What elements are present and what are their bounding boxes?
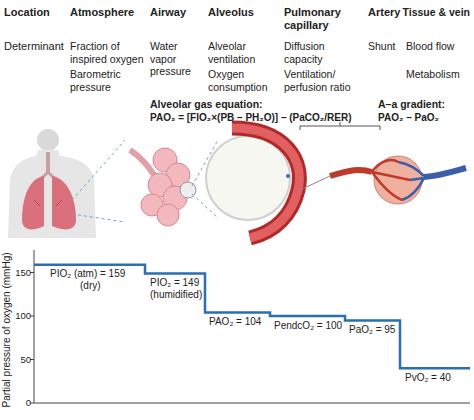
step-label: PendcO₂ = 100	[274, 320, 342, 332]
determinant: Ventilation/ perfusion ratio	[284, 68, 364, 93]
determinant: Barometric pressure	[70, 68, 146, 93]
axis-title: Partial pressure of oxygen (mmHg)	[1, 252, 13, 407]
step-label: PAO₂ = 104	[209, 316, 261, 328]
tick-label: 50	[20, 354, 31, 365]
equation: PAO₂ – PaO₂	[378, 112, 439, 124]
step-label: (humidified)	[150, 289, 202, 301]
equation-heading: Alveolar gas equation:	[150, 98, 263, 111]
step-label: PvO₂ = 40	[405, 372, 451, 384]
tick-label: 0	[26, 397, 31, 408]
step-label: (dry)	[80, 280, 101, 292]
column-header: Alveolus	[208, 6, 254, 19]
column-header: Artery	[368, 6, 400, 19]
row-header: Determinant	[4, 40, 64, 53]
alveolus-capillary	[206, 128, 299, 238]
step-label: PIO₂ = 149	[150, 277, 199, 289]
step-label: PIO₂ (atm) = 159	[50, 268, 125, 280]
bracket	[300, 122, 380, 130]
step-label: PaO₂ = 95	[349, 324, 395, 336]
tick-label: 150	[15, 267, 31, 278]
determinant: Diffusion capacity	[284, 40, 364, 65]
determinant: Metabolism	[406, 68, 460, 81]
vessel-network	[330, 156, 466, 204]
tick-label: 100	[15, 310, 31, 321]
column-header: Location	[4, 6, 50, 19]
column-header: Pulmonary capillary	[284, 6, 346, 32]
graph-axes	[30, 250, 470, 403]
equation-heading: A–a gradient:	[378, 98, 445, 111]
oxygen-step-line	[34, 265, 470, 369]
alveoli-cluster	[130, 148, 196, 226]
determinant: Oxygen consumption	[208, 68, 280, 93]
determinant: Water vapor pressure	[150, 40, 206, 78]
determinant: Shunt	[368, 40, 395, 53]
column-header: Tissue & vein	[402, 6, 470, 19]
determinant: Blood flow	[406, 40, 454, 53]
determinant: Fraction of inspired oxygen	[70, 40, 146, 65]
determinant: Alveolar ventilation	[208, 40, 280, 65]
equation: PAO₂ = [FIO₂×(PB – PH₂O)] – (PaCO₂/RER)	[150, 112, 352, 124]
torso-figure	[8, 129, 96, 238]
column-header: Airway	[150, 6, 186, 19]
column-header: Atmosphere	[70, 6, 134, 19]
